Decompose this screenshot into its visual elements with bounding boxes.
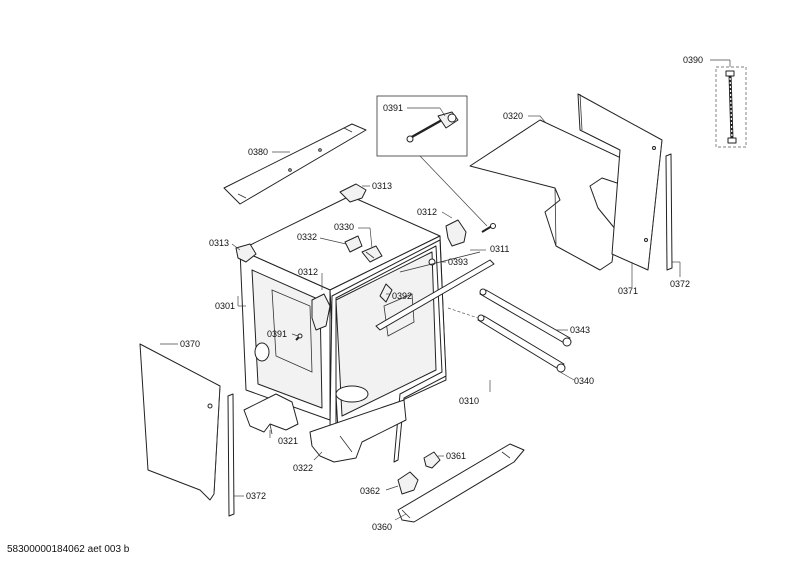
part-0372-right-strip[interactable]	[665, 153, 673, 271]
label-0332: 0332	[297, 232, 317, 242]
label-0391-inset: 0391	[383, 103, 403, 113]
part-0362-clip[interactable]	[397, 471, 419, 495]
label-0361: 0361	[446, 451, 466, 461]
label-0330: 0330	[334, 222, 354, 232]
label-0372-right: 0372	[670, 279, 690, 289]
label-0390: 0390	[683, 55, 703, 65]
label-0392: 0392	[392, 291, 412, 301]
label-0370: 0370	[180, 339, 200, 349]
part-0321-base[interactable]	[243, 393, 299, 435]
part-0322-base[interactable]	[309, 399, 407, 463]
label-0371: 0371	[618, 286, 638, 296]
part-0313-left-hinge[interactable]	[235, 243, 257, 263]
label-0310: 0310	[459, 396, 479, 406]
label-0320: 0320	[503, 111, 523, 121]
label-0301: 0301	[215, 301, 235, 311]
part-0361-clip[interactable]	[423, 451, 441, 469]
part-0332-component[interactable]	[344, 235, 363, 253]
part-0312-right-bracket[interactable]	[445, 219, 467, 247]
label-0312-right: 0312	[417, 207, 437, 217]
label-0313-top: 0313	[372, 181, 392, 191]
label-0343: 0343	[570, 325, 590, 335]
part-0371-side-panel[interactable]	[577, 93, 663, 271]
label-0340: 0340	[574, 376, 594, 386]
part-0311-strip[interactable]	[375, 251, 495, 331]
part-0343-rail[interactable]	[479, 288, 572, 347]
label-0362: 0362	[360, 486, 380, 496]
part-0330-component[interactable]	[361, 245, 383, 263]
label-0321: 0321	[278, 436, 298, 446]
label-0322: 0322	[293, 463, 313, 473]
part-0340-rail[interactable]	[477, 314, 566, 373]
label-0393: 0393	[448, 257, 468, 267]
part-0370-side-panel[interactable]	[139, 343, 221, 501]
label-0312-left: 0312	[298, 267, 318, 277]
footer-code: 58300000184062 aet 003 b	[7, 544, 130, 555]
label-0313-left: 0313	[209, 238, 229, 248]
part-0391-inset[interactable]	[376, 95, 468, 157]
part-0391-screw[interactable]	[481, 223, 496, 233]
part-0380-top-strip[interactable]	[223, 123, 367, 205]
part-0312-left-bracket[interactable]	[311, 293, 331, 331]
label-0380: 0380	[248, 147, 268, 157]
label-0391-left: 0391	[267, 329, 287, 339]
part-0313-top-hinge[interactable]	[339, 183, 367, 203]
label-0360: 0360	[372, 522, 392, 532]
part-0390-hose[interactable]	[715, 66, 747, 148]
label-0372-left: 0372	[246, 491, 266, 501]
part-0372-left-strip[interactable]	[227, 393, 235, 517]
part-0392-part[interactable]	[379, 283, 393, 303]
label-0311: 0311	[490, 244, 509, 254]
